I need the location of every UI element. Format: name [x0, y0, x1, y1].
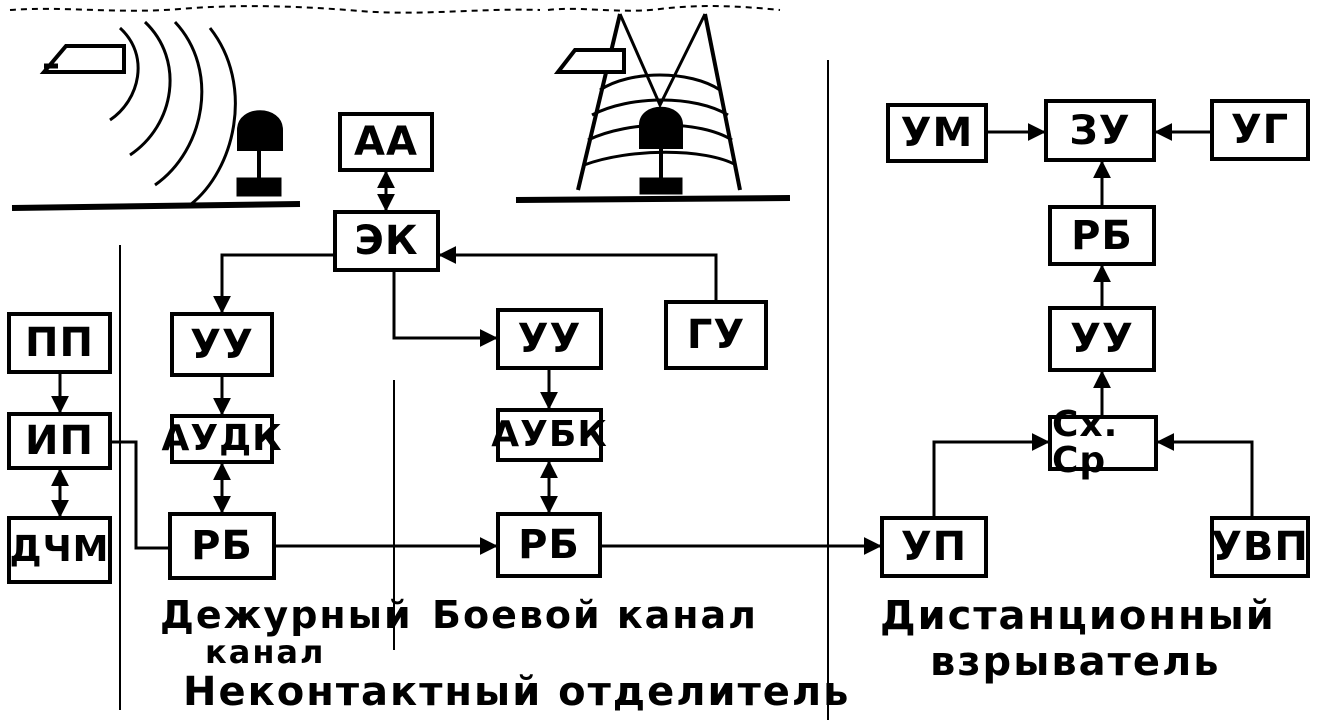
block-ek: ЭК: [333, 210, 440, 272]
wave-arc-3: [154, 20, 204, 187]
block-rb-duty: РБ: [168, 512, 276, 580]
block-uu-fuze: УУ: [1048, 306, 1156, 372]
block-up: УП: [880, 516, 988, 578]
mine-icon: [237, 110, 283, 151]
block-aubk: АУБК: [491, 408, 607, 462]
block-uvp: УВП: [1210, 516, 1310, 578]
label-remote-fuze-line2: взрыватель: [930, 639, 1221, 685]
block-dchm: ДЧМ: [7, 516, 112, 584]
block-sx-sr: Сх. Ср: [1048, 407, 1158, 479]
block-um: УМ: [886, 103, 988, 163]
sketch-sea-ship-mine-right: [515, 5, 791, 203]
label-non-contact-separator: Неконтактный отделитель: [183, 669, 851, 715]
block-ug: УГ: [1210, 99, 1310, 161]
block-gu: ГУ: [664, 300, 768, 370]
wave-arc-2: [129, 20, 172, 157]
block-rb-fuze: РБ: [1048, 205, 1156, 266]
block-zu: ЗУ: [1044, 99, 1156, 162]
label-combat-channel: Боевой канал: [432, 593, 759, 637]
label-remote-fuze-line1: Дистанционный: [880, 593, 1276, 639]
block-aa: АА: [338, 112, 434, 172]
seabed-line-2: [515, 195, 791, 203]
mine-anchor-icon: [236, 177, 282, 197]
fan-left-line: [576, 13, 622, 191]
connections: [51, 123, 1254, 555]
seabed-line: [11, 201, 301, 211]
block-uu-combat: УУ: [496, 308, 603, 370]
section-dividers: [119, 60, 829, 720]
sea-surface-line: [9, 5, 541, 14]
block-rb-combat: РБ: [496, 512, 602, 578]
mine-icon-2: [639, 106, 683, 149]
block-pp: ПП: [7, 312, 112, 374]
ship-icon-2: [553, 48, 626, 74]
label-duty-channel-line1: Дежурный: [160, 593, 413, 637]
sketch-sea-ship-mine-left: [9, 5, 541, 211]
block-uu-duty: УУ: [170, 312, 274, 377]
wave-arc-4: [189, 27, 237, 207]
fan-right-line: [703, 13, 742, 191]
block-audk: АУДК: [161, 414, 282, 464]
sea-surface-line-2: [547, 5, 781, 12]
block-ip: ИП: [7, 412, 112, 470]
label-duty-channel-line2: канал: [205, 633, 326, 671]
ship-icon: [39, 44, 126, 74]
wave-arc-1: [109, 26, 140, 122]
mine-anchor-icon-2: [639, 177, 683, 195]
